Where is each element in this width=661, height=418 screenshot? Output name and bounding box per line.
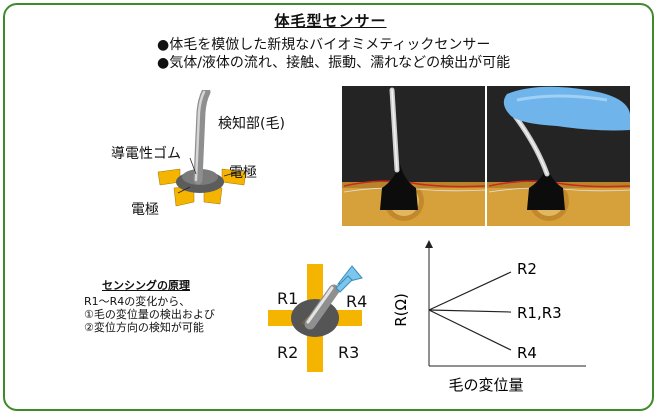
series-label: R2 (517, 260, 537, 278)
series-line-r4 (428, 309, 512, 351)
panel-frame (3, 3, 654, 411)
electrode-top-view (268, 264, 363, 372)
sensor-photos (342, 86, 630, 226)
sensor-structure-diagram (157, 90, 247, 207)
series-line-r2 (428, 271, 512, 311)
label-conductive-rubber: 導電性ゴム (111, 146, 181, 162)
feature-item: ●気体/液体の流れ、接触、振動、濡れなどの検出が可能 (157, 55, 511, 71)
hair-shaft (193, 90, 211, 185)
label-r1: R1 (277, 289, 299, 308)
feature-item: ●体毛を模倣した新規なバイオミメティックセンサー (157, 37, 491, 53)
x-axis-label: 毛の変位量 (448, 376, 523, 394)
photo-sensor-rest (342, 86, 485, 226)
label-r2: R2 (277, 343, 299, 362)
feature-list: ●体毛を模倣した新規なバイオミメティックセンサー ●気体/液体の流れ、接触、振動… (157, 36, 510, 72)
label-r3: R3 (338, 343, 360, 362)
label-r4: R4 (346, 292, 368, 311)
series-label: R4 (517, 344, 537, 362)
principle-line: R1～R4の変化から、 (84, 295, 191, 308)
page-title: 体毛型センサー (274, 12, 387, 30)
label-electrode-left: 電極 (131, 202, 159, 218)
series-label: R1,R3 (517, 304, 562, 322)
photo-sensor-bent (487, 86, 630, 226)
label-detector: 検知部(毛) (218, 116, 285, 132)
principle-block: センシングの原理 R1～R4の変化から、 ①毛の変位量の検出および ②変位方向の… (84, 279, 215, 334)
principle-line: ②変位方向の検知が可能 (84, 321, 204, 334)
y-axis-label: R(Ω) (392, 293, 410, 327)
bent-hair (304, 284, 340, 330)
principle-line: ①毛の変位量の検出および (84, 308, 215, 321)
series-line-r1-r3 (428, 309, 512, 313)
label-electrode-right: 電極 (229, 165, 257, 181)
principle-heading: センシングの原理 (102, 279, 190, 292)
